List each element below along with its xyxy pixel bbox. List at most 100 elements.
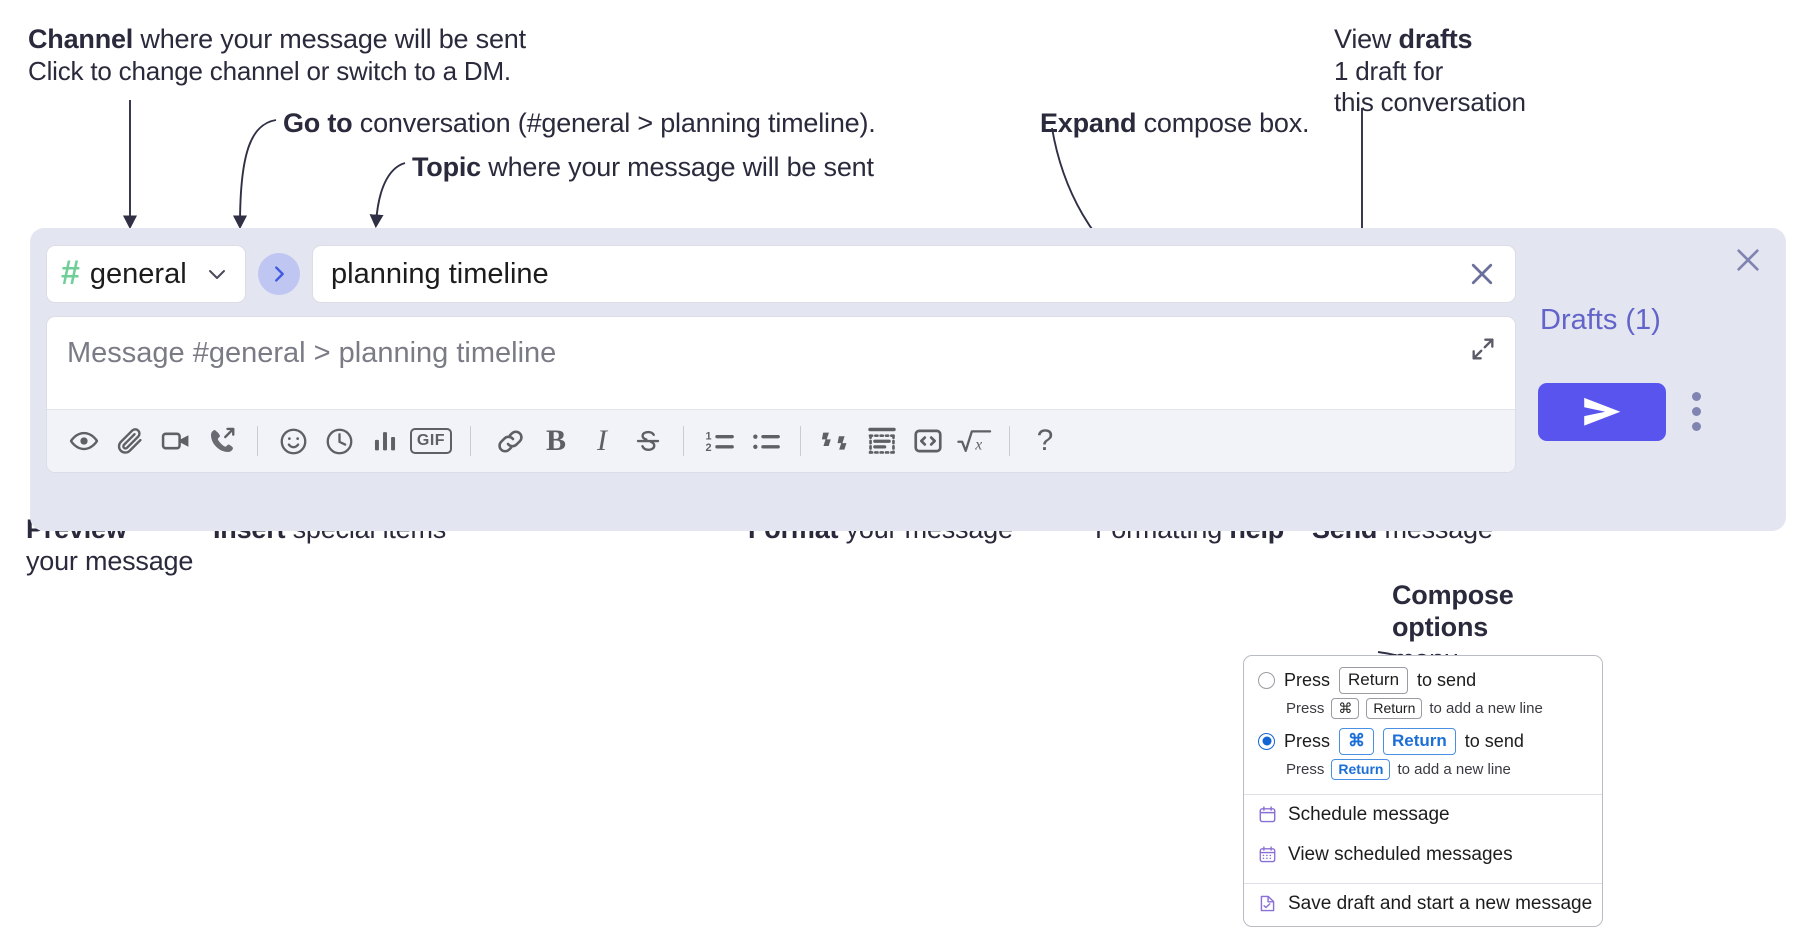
annotation-expand: Expand compose box. — [1040, 106, 1310, 141]
strikethrough-icon[interactable] — [625, 418, 671, 464]
annotation-goto-bold: Go to — [283, 108, 353, 138]
blockquote-icon[interactable] — [813, 418, 859, 464]
formatting-toolbar: GIF B I — [47, 409, 1515, 472]
send-mode-hint-cmd-return: Press Return to add a new line — [1244, 758, 1602, 786]
key-return: Return — [1339, 667, 1409, 694]
annotation-compose-bold-1: Compose — [1392, 580, 1514, 610]
send-mode-hint-tail: to add a new line — [1397, 760, 1511, 778]
goto-conversation-button[interactable] — [258, 253, 300, 295]
press-label: Press — [1284, 669, 1331, 690]
toolbar-divider — [800, 426, 801, 456]
key-command: ⌘ — [1331, 697, 1360, 719]
annotation-compose-options-2: options — [1392, 610, 1488, 645]
bold-label: B — [545, 424, 566, 457]
code-snippet-icon[interactable] — [905, 418, 951, 464]
menu-divider — [1244, 882, 1602, 884]
svg-text:x: x — [974, 437, 982, 454]
toolbar-divider — [683, 426, 684, 456]
press-label: Press — [1286, 699, 1325, 717]
message-placeholder: Message #general > planning timeline — [67, 337, 557, 369]
ordered-list-icon[interactable]: 1 2 — [696, 418, 742, 464]
channel-name: general — [89, 257, 187, 290]
bulleted-list-icon[interactable] — [742, 418, 788, 464]
math-sqrt-icon[interactable]: x — [951, 418, 997, 464]
annotation-goto: Go to conversation (#general > planning … — [283, 106, 876, 141]
eye-icon[interactable] — [61, 418, 107, 464]
paper-plane-icon — [1584, 397, 1621, 426]
save-draft-icon — [1260, 895, 1275, 912]
key-return: Return — [1331, 758, 1391, 780]
menu-item-label: View scheduled messages — [1288, 843, 1513, 865]
close-icon[interactable] — [1732, 244, 1764, 276]
toolbar-divider — [470, 426, 471, 456]
annotation-preview-line2: your message — [26, 546, 194, 576]
compose-options-menu: Press Return to send Press ⌘ Return to a… — [1243, 655, 1603, 927]
compose-options-button[interactable] — [1686, 386, 1707, 437]
channel-topic-row: # general planning timeline — [46, 244, 1516, 304]
chevron-right-icon — [275, 266, 284, 282]
kebab-dot — [1692, 407, 1701, 416]
annotation-expand-rest: compose box. — [1136, 108, 1310, 138]
menu-divider — [1244, 793, 1602, 795]
link-icon[interactable] — [487, 418, 533, 464]
expand-diagonal-icon[interactable] — [1469, 335, 1497, 363]
gif-icon[interactable]: GIF — [408, 418, 454, 464]
topic-input[interactable]: planning timeline — [312, 245, 1516, 303]
compose-main-column: # general planning timeline Message #gen… — [46, 244, 1516, 473]
paperclip-icon[interactable] — [107, 418, 153, 464]
annotation-drafts-sub-1: 1 draft for — [1334, 56, 1444, 86]
annotation-view-drafts: View drafts — [1334, 22, 1473, 57]
italic-label: I — [597, 424, 607, 457]
bold-icon[interactable]: B — [533, 418, 579, 464]
annotation-channel-bold: Channel — [28, 24, 134, 54]
annotation-view-drafts-pre: View — [1334, 24, 1399, 54]
radio-selected[interactable] — [1258, 732, 1275, 750]
menu-item-schedule-message[interactable]: Schedule message — [1244, 795, 1602, 835]
emoji-smiley-icon[interactable] — [270, 418, 316, 464]
annotation-goto-rest: conversation (#general > planning timeli… — [352, 108, 876, 138]
chevron-down-icon — [205, 262, 229, 286]
radio-unselected[interactable] — [1258, 671, 1275, 689]
menu-item-view-scheduled[interactable]: View scheduled messages — [1244, 835, 1602, 875]
send-mode-hint-return: Press ⌘ Return to add a new line — [1244, 697, 1602, 725]
toolbar-divider — [257, 426, 258, 456]
key-return: Return — [1366, 697, 1423, 719]
annotation-expand-bold: Expand — [1040, 108, 1137, 138]
help-label: ? — [1036, 424, 1054, 457]
send-mode-option-return[interactable]: Press Return to send — [1244, 664, 1602, 697]
press-label: Press — [1286, 760, 1325, 778]
annotation-compose-options-1: Compose — [1392, 578, 1514, 613]
menu-item-label: Save draft and start a new message — [1288, 892, 1593, 914]
toolbar-divider — [1009, 426, 1010, 456]
menu-item-save-draft[interactable]: Save draft and start a new message — [1244, 884, 1602, 926]
question-mark-icon[interactable]: ? — [1022, 418, 1068, 464]
send-mode-option-cmd-return[interactable]: Press ⌘ Return to send — [1244, 725, 1602, 758]
annotation-channel-rest: where your message will be sent — [133, 24, 526, 54]
annotation-drafts-sub-2: this conversation — [1334, 87, 1526, 117]
bar-chart-icon[interactable] — [362, 418, 408, 464]
annotation-topic-bold: Topic — [412, 152, 481, 182]
channel-selector[interactable]: # general — [46, 245, 246, 303]
clock-icon[interactable] — [316, 418, 362, 464]
send-mode-hint-tail: to add a new line — [1429, 699, 1543, 717]
press-label: Press — [1284, 730, 1331, 751]
message-input[interactable]: Message #general > planning timeline — [47, 317, 1515, 409]
italic-icon[interactable]: I — [579, 418, 625, 464]
drafts-link[interactable]: Drafts (1) — [1540, 304, 1661, 336]
video-camera-icon[interactable] — [153, 418, 199, 464]
message-compose-widget: # general planning timeline Message #gen… — [30, 228, 1786, 531]
calendar-grid-icon — [1259, 846, 1276, 863]
kebab-dot — [1692, 422, 1701, 431]
phone-forward-icon[interactable] — [199, 418, 245, 464]
hash-icon: # — [61, 254, 80, 292]
compose-right-rail: Drafts (1) — [1518, 228, 1786, 531]
code-block-icon[interactable] — [859, 418, 905, 464]
send-button[interactable] — [1538, 383, 1666, 441]
kebab-dot — [1692, 392, 1701, 401]
gif-label: GIF — [409, 428, 453, 454]
key-command: ⌘ — [1339, 727, 1375, 755]
close-icon[interactable] — [1463, 255, 1501, 293]
message-editor-card: Message #general > planning timeline — [46, 316, 1516, 473]
annotation-compose-bold-2: options — [1392, 612, 1489, 642]
annotation-channel-title: Channel where your message will be sent — [28, 22, 526, 57]
